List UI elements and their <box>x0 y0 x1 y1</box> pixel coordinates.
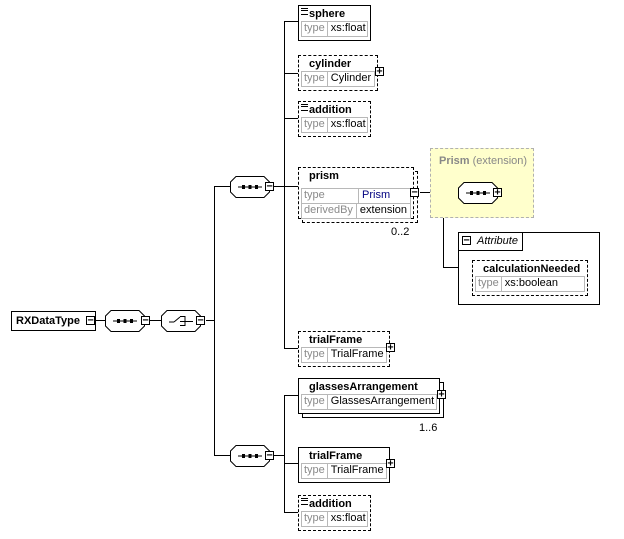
element-sphere[interactable]: sphere type xs:float <box>298 5 371 41</box>
type-row: type xs:float <box>301 117 368 133</box>
type-key: type <box>302 189 359 203</box>
element-name: sphere <box>309 8 346 20</box>
collapse-icon[interactable]: − <box>265 450 274 461</box>
collapse-icon[interactable]: − <box>86 315 95 326</box>
type-key: type <box>302 348 328 362</box>
element-glassesArrangement[interactable]: glassesArrangement type GlassesArrangeme… <box>298 378 440 414</box>
type-key: type <box>302 512 328 526</box>
type-key: type <box>302 72 328 86</box>
element-name: glassesArrangement <box>309 381 418 393</box>
type-key: type <box>302 22 328 36</box>
element-name: addition <box>309 498 352 510</box>
attribute-calculationNeeded[interactable]: calculationNeeded type xs:boolean <box>472 260 588 296</box>
expand-icon[interactable]: + <box>375 66 384 77</box>
sequence-compositor[interactable] <box>458 182 498 204</box>
type-value: xs:float <box>330 118 366 130</box>
element-name: trialFrame <box>309 334 363 346</box>
occurrence-label: 0..2 <box>391 226 410 238</box>
collapse-icon[interactable]: − <box>141 315 150 326</box>
derived-row: derivedBy extension <box>301 203 411 219</box>
documentation-icon <box>301 498 308 505</box>
expand-icon[interactable]: + <box>386 342 395 353</box>
type-value: xs:boolean <box>504 277 559 289</box>
element-trialFrame[interactable]: trialFrame type TrialFrame <box>298 331 390 367</box>
collapse-icon[interactable]: − <box>462 235 471 246</box>
element-addition[interactable]: addition type xs:float <box>298 101 371 137</box>
sequence-compositor[interactable] <box>105 310 145 332</box>
type-row: type GlassesArrangement <box>301 394 437 410</box>
expand-icon[interactable]: + <box>493 187 502 198</box>
type-row: type xs:float <box>301 21 368 37</box>
type-value: xs:float <box>330 22 366 34</box>
element-cylinder[interactable]: cylinder type Cylinder <box>298 55 378 91</box>
element-trialFrame[interactable]: trialFrame type TrialFrame <box>298 447 390 483</box>
root-element-name: RXDataType <box>16 315 80 327</box>
derived-value: extension <box>359 204 407 216</box>
occurrence-label: 1..6 <box>419 422 438 434</box>
element-name: trialFrame <box>309 450 363 462</box>
type-value: xs:float <box>330 512 366 524</box>
element-name: addition <box>309 104 352 116</box>
type-key: type <box>302 464 328 478</box>
extension-title: Prism (extension) <box>439 155 527 167</box>
extension-note: (extension) <box>472 155 528 167</box>
collapse-icon[interactable]: − <box>196 315 205 326</box>
attribute-header-label: Attribute <box>477 235 518 247</box>
sequence-compositor[interactable] <box>230 445 270 467</box>
element-name: prism <box>309 170 339 182</box>
element-name: cylinder <box>309 58 352 70</box>
type-key: type <box>302 395 328 409</box>
collapse-icon[interactable]: − <box>410 187 419 198</box>
type-row: type Prism <box>301 188 411 204</box>
type-value: TrialFrame <box>330 348 384 360</box>
element-addition[interactable]: addition type xs:float <box>298 495 371 531</box>
collapse-icon[interactable]: − <box>265 181 274 192</box>
type-row: type TrialFrame <box>301 347 387 363</box>
type-row: type TrialFrame <box>301 463 387 479</box>
attribute-name: calculationNeeded <box>483 263 581 275</box>
type-value: Cylinder <box>330 72 372 84</box>
attribute-header[interactable]: Attribute <box>458 232 523 251</box>
type-value: GlassesArrangement <box>330 395 435 407</box>
type-key: type <box>476 277 502 291</box>
type-row: type Cylinder <box>301 71 375 87</box>
type-key: type <box>302 118 328 132</box>
element-prism[interactable]: prism type Prism derivedBy extension <box>298 167 414 219</box>
choice-compositor[interactable] <box>161 310 201 332</box>
type-value: TrialFrame <box>330 464 384 476</box>
sequence-compositor[interactable] <box>230 176 270 198</box>
documentation-icon <box>301 8 308 15</box>
type-row: type xs:boolean <box>475 276 585 292</box>
extension-name: Prism <box>439 155 470 167</box>
expand-icon[interactable]: + <box>386 458 395 469</box>
type-value[interactable]: Prism <box>362 189 391 201</box>
derived-key: derivedBy <box>302 204 357 218</box>
root-element[interactable]: RXDataType <box>11 311 96 331</box>
type-row: type xs:float <box>301 511 368 527</box>
documentation-icon <box>301 104 308 111</box>
expand-icon[interactable]: + <box>437 389 446 400</box>
